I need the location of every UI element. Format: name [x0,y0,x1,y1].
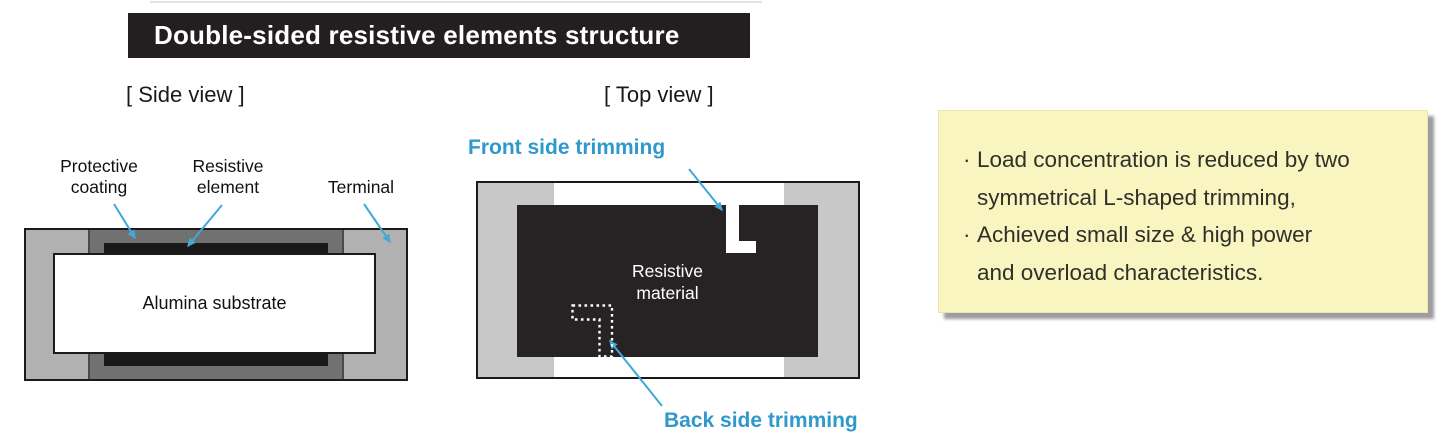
protective-coating-label-line2: coating [70,177,128,197]
note-line-text: Load concentration is reduced by two [977,147,1350,172]
bullet-icon: · [963,222,971,247]
note-line: · and overload characteristics. [963,254,1417,292]
top-hairline [150,1,762,3]
note-line: · symmetrical L-shaped trimming, [963,179,1417,217]
note-line-text: Achieved small size & high power [977,222,1313,247]
resistive-material-label: Resistive material [517,260,818,304]
note-line: · Achieved small size & high power [963,216,1417,254]
terminal-label: Terminal [327,177,395,197]
note-line-text: symmetrical L-shaped trimming, [977,184,1296,210]
resistive-material-area [517,205,818,357]
side-view-resistive-element-top [104,243,328,255]
page-title: Double-sided resistive elements structur… [128,13,750,58]
resistive-material-label-line1: Resistive [632,261,703,281]
resistive-material-label-line2: material [636,283,699,303]
side-view-resistive-element-bottom [104,354,328,366]
resistive-element-label: Resistive element [173,156,283,198]
note-line-text: and overload characteristics. [977,259,1264,285]
top-view-caption: [ Top view ] [604,82,714,107]
back-side-trimming-label: Back side trimming [664,409,858,432]
note-box: · Load concentration is reduced by two ·… [938,110,1428,313]
protective-coating-label: Protective coating [44,156,154,198]
front-trimming-cut-horizontal [726,241,756,253]
bullet-icon: · [963,147,971,172]
front-side-trimming-label: Front side trimming [468,136,666,159]
alumina-substrate: Alumina substrate [53,253,376,354]
protective-coating-label-line1: Protective [60,156,138,176]
side-view-caption: [ Side view ] [126,82,245,107]
resistive-element-label-line2: element [196,177,260,197]
note-line: · Load concentration is reduced by two [963,141,1417,179]
resistive-element-label-line1: Resistive [192,156,264,176]
